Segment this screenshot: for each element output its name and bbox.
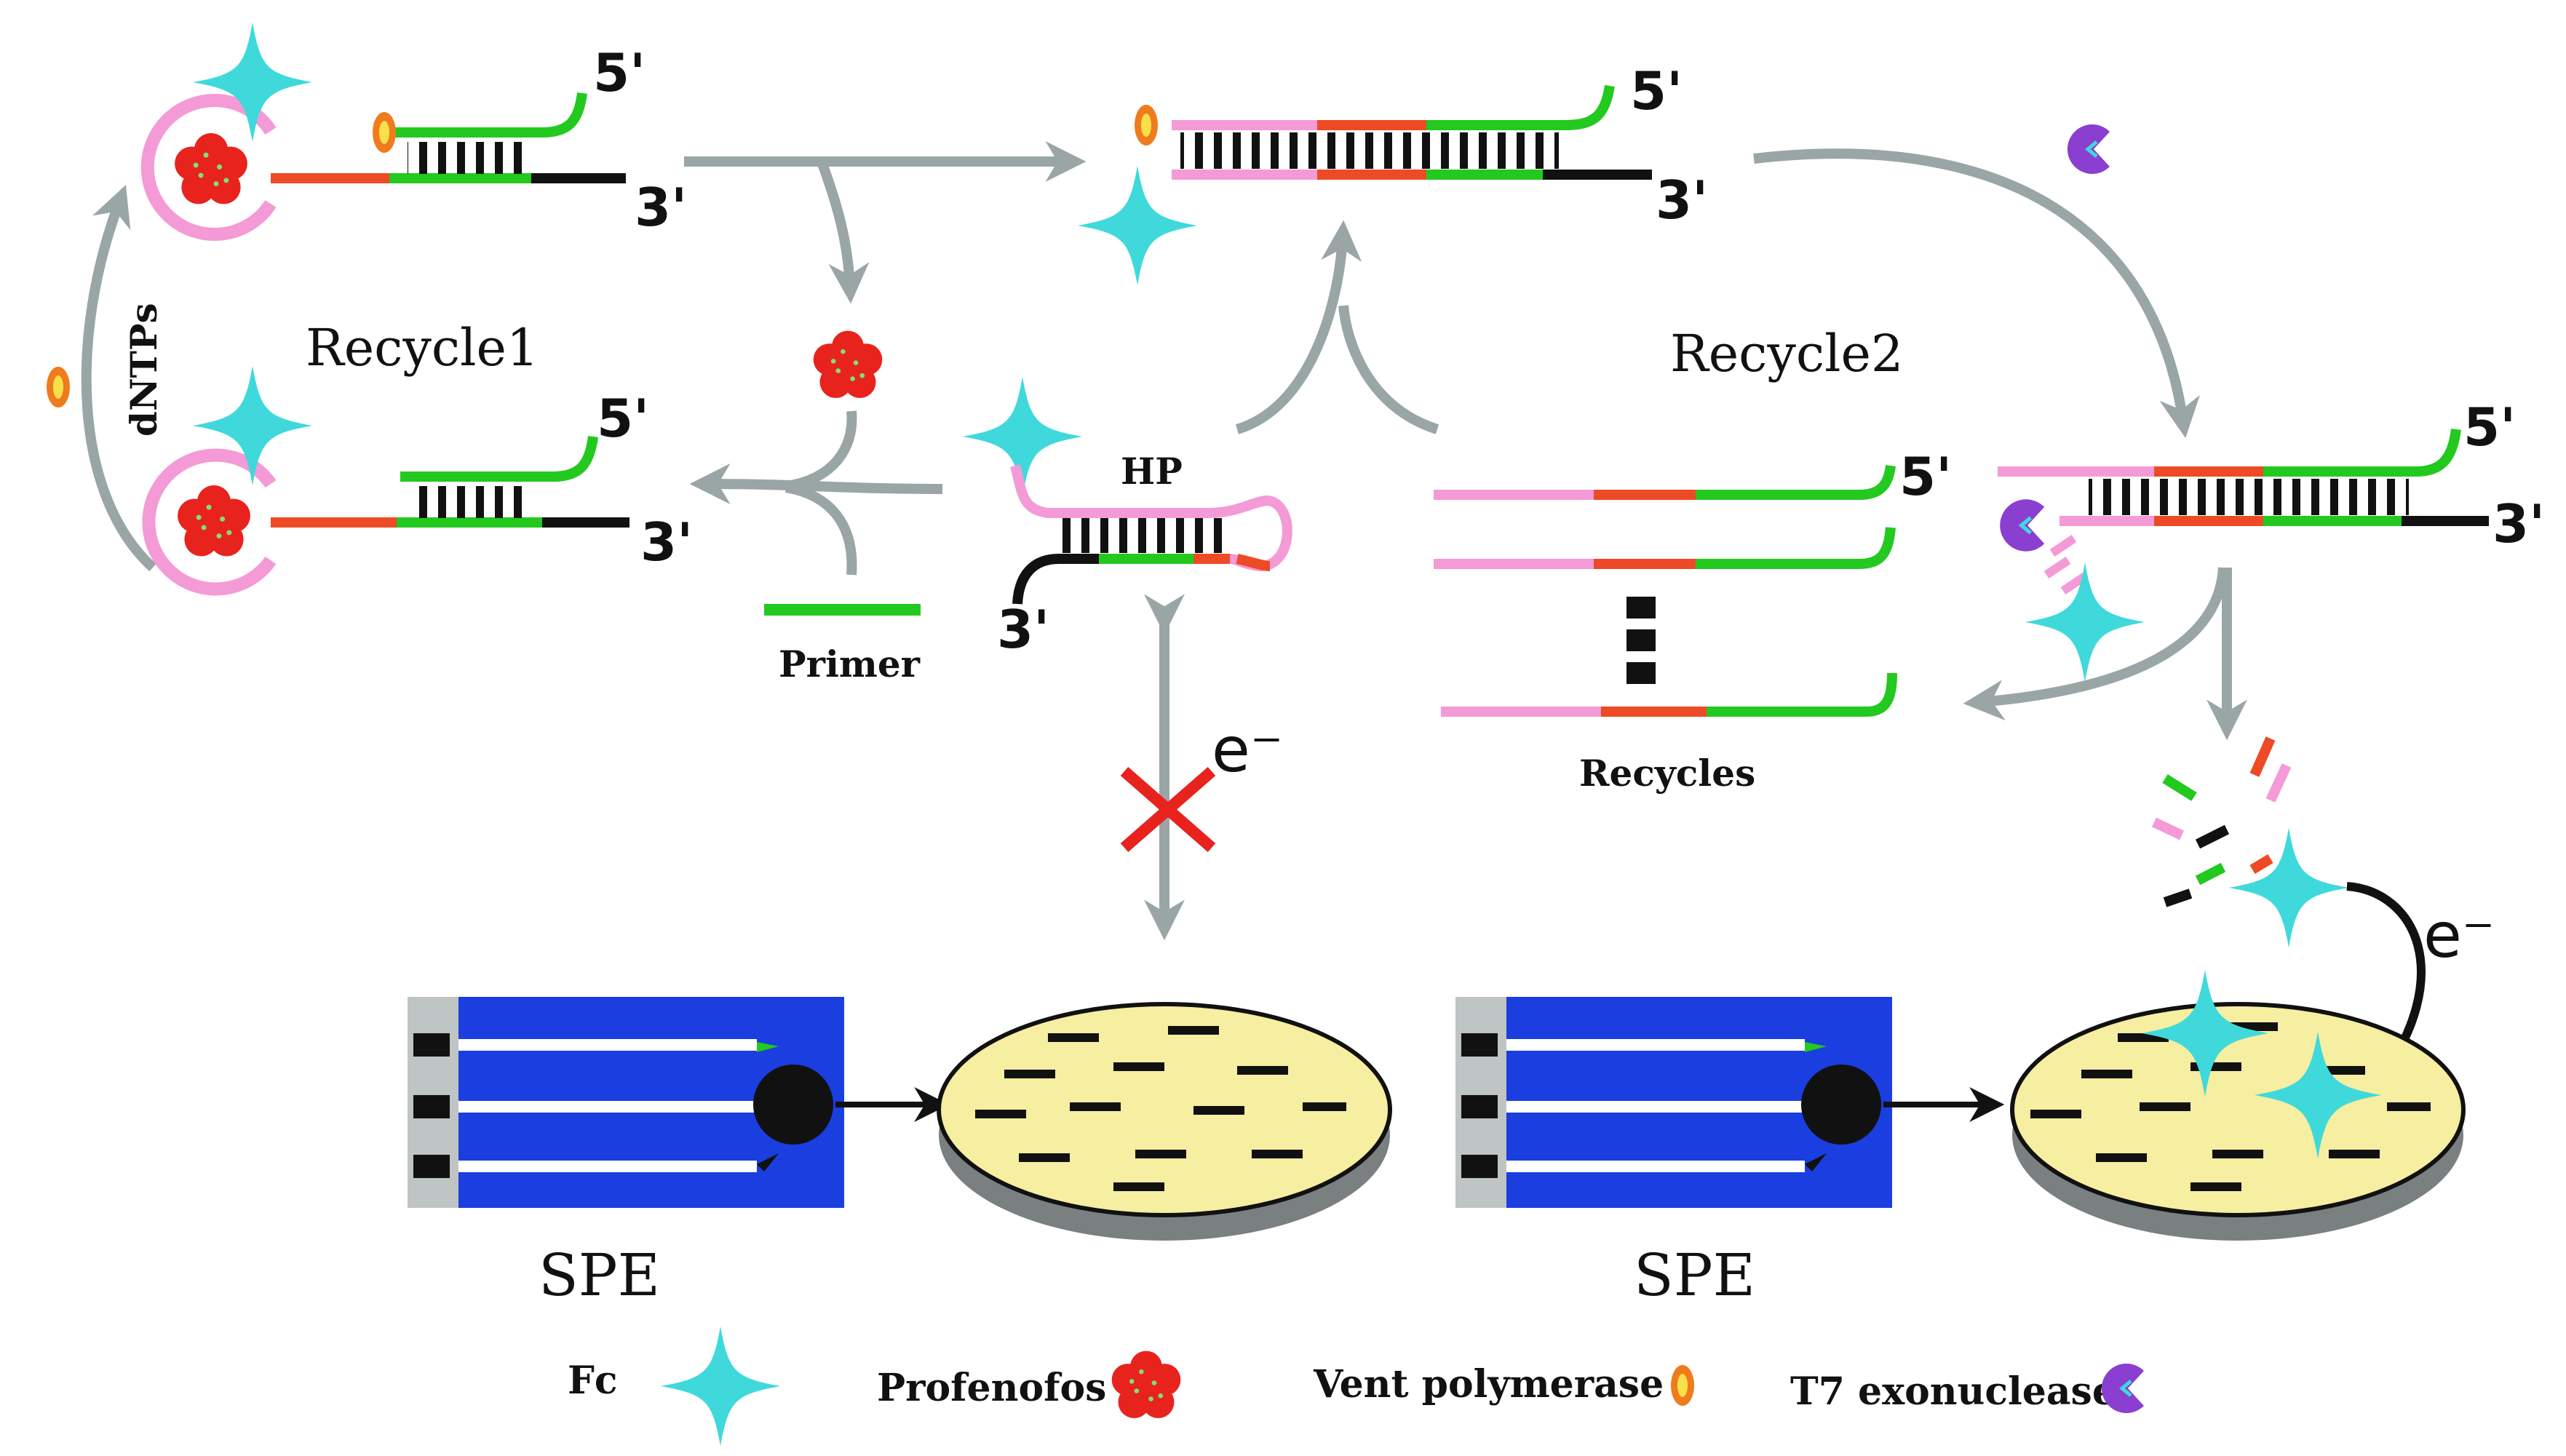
hp-label: HP (1121, 450, 1183, 493)
electron-label: e⁻ (2423, 899, 2495, 972)
hairpin-probe (962, 376, 1292, 605)
digested-fragments (2152, 736, 2292, 907)
fc-star-icon (192, 22, 313, 143)
profenofos-cluster-icon (813, 330, 883, 398)
recycle1-label: Recycle1 (306, 318, 539, 378)
prime5-label: 5' (593, 42, 646, 103)
blocked-transfer-icon (1120, 766, 1216, 853)
arrow-to-exonuclease (1753, 148, 2200, 439)
aptamer-complex-middle (142, 365, 629, 596)
arrow-to-recycles (1963, 567, 2228, 721)
recycles-strands (1434, 464, 1897, 717)
electrode-disk-right (2010, 970, 2466, 1241)
prime3-label: 3' (997, 599, 1049, 660)
aptamer-complex-top (140, 22, 626, 241)
electrode-disk-left (937, 1002, 1392, 1241)
prime3-label: 3' (640, 512, 693, 573)
legend: Fc Profenofos Vent polymerase T7 exonucl… (568, 1326, 2144, 1447)
fc-star-icon (660, 1326, 781, 1447)
legend-t7-label: T7 exonuclease (1790, 1369, 2116, 1414)
arrow-release-target (817, 162, 870, 304)
profenofos-cluster-icon (1111, 1350, 1181, 1418)
spe-label: SPE (1634, 1241, 1755, 1309)
legend-fc-label: Fc (568, 1358, 618, 1403)
prime3-label: 3' (635, 177, 687, 238)
spe-label: SPE (539, 1241, 660, 1309)
dntps-label: dNTPs (122, 303, 165, 437)
prime5-label: 5' (2463, 397, 2516, 458)
spe-electrode-right (1455, 997, 2005, 1208)
arrow-recycle1 (81, 185, 156, 572)
prime5-label: 5' (1899, 446, 1952, 507)
spe-electrode-left (408, 997, 950, 1208)
prime3-label: 3' (2492, 493, 2545, 554)
legend-vent-label: Vent polymerase (1313, 1362, 1664, 1407)
legend-profenofos-label: Profenofos (877, 1366, 1106, 1410)
prime3-label: 3' (1656, 170, 1708, 231)
recycles-label: Recycles (1579, 752, 1755, 795)
arrow-hp-to-duplex (1235, 220, 1362, 434)
duplex-exonuclease (1998, 429, 2489, 683)
recycle2-label: Recycle2 (1670, 324, 1903, 383)
electron-label: e⁻ (1212, 714, 1283, 787)
vent-polymerase-icon (1671, 1365, 1694, 1406)
prime5-label: 5' (1630, 60, 1683, 122)
primer-label: Primer (779, 643, 921, 685)
duplex-top-center (1077, 84, 1652, 286)
arrow-to-complex (689, 464, 943, 505)
prime5-label: 5' (597, 388, 649, 449)
t7-exonuclease-icon (2068, 124, 2110, 174)
